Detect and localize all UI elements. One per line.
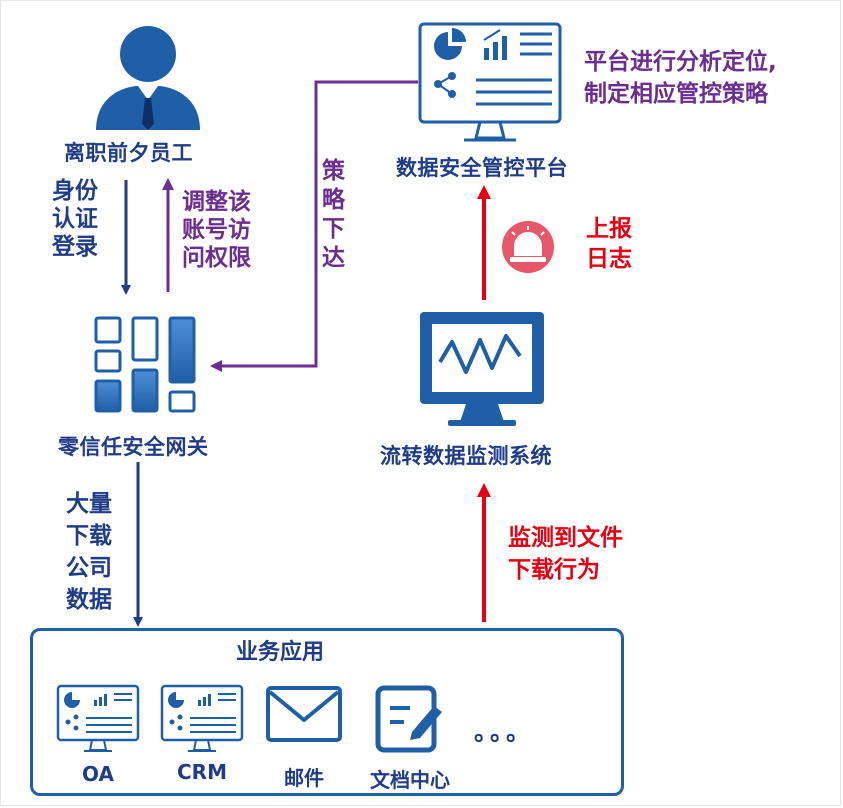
- app-label-crm: CRM: [177, 760, 227, 784]
- app-label-mail: 邮件: [284, 766, 324, 790]
- edge-download-data-label: 大量 下载 公司 数据: [66, 491, 112, 613]
- edge-auth-login-label: 身份 认证 登录: [52, 178, 98, 260]
- node-gateway-label: 零信任安全网关: [58, 435, 209, 459]
- person-icon: [96, 26, 200, 130]
- oa-dashboard-icon: [56, 684, 140, 752]
- gateway-icon: [94, 316, 196, 413]
- edge-report-log-label: 上报 日志: [586, 216, 632, 272]
- alarm-icon: [502, 221, 554, 273]
- node-platform-label: 数据安全管控平台: [396, 156, 568, 180]
- edge-adjust-permission-label: 调整该 账号访 问权限: [182, 189, 251, 271]
- business-apps-title: 业务应用: [236, 640, 325, 665]
- business-apps-box: [30, 628, 624, 796]
- app-label-doc-center: 文档中心: [370, 768, 450, 792]
- waveform-monitor-icon: [420, 312, 544, 426]
- node-monitor-label: 流转数据监测系统: [380, 444, 552, 468]
- platform-note: 平台进行分析定位, 制定相应管控策略: [584, 49, 777, 107]
- edge-policy-issue-label: 策 略 下 达: [322, 158, 345, 271]
- edge-detect-download-label: 监测到文件 下载行为: [508, 525, 623, 583]
- crm-dashboard-icon: [160, 684, 244, 752]
- arrow-policy-issue: [210, 80, 418, 372]
- node-employee-label: 离职前夕员工: [64, 141, 193, 165]
- dashboard-monitor-icon: [418, 22, 562, 142]
- more-apps-ellipsis: 。。。: [474, 718, 534, 746]
- mail-icon: [266, 686, 342, 742]
- document-edit-icon: [375, 685, 442, 753]
- app-label-oa: OA: [82, 762, 114, 786]
